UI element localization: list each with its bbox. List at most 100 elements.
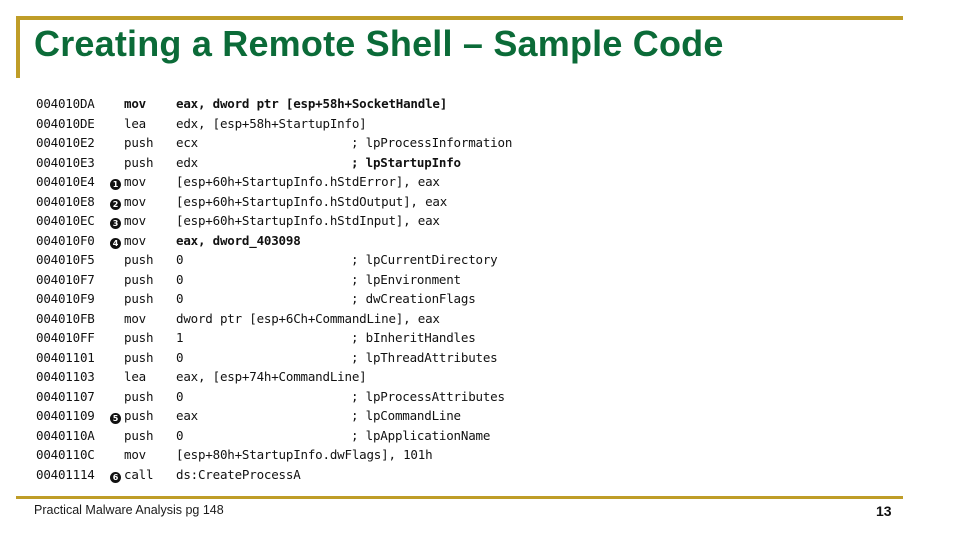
instruction-operands: 0: [176, 291, 184, 306]
instruction-operands: eax: [176, 408, 198, 423]
instruction-address: 00401114: [36, 466, 95, 482]
instruction-address: 004010E2: [36, 135, 95, 150]
code-line: 00401101 push 0 ; lpThreadAttributes: [36, 350, 916, 370]
instruction-comment: ; dwCreationFlags: [351, 291, 476, 306]
instruction-operands: eax, dword ptr [esp+58h+SocketHandle]: [176, 96, 448, 111]
callout-marker: 3: [110, 213, 124, 229]
instruction-mnemonic: push: [124, 135, 154, 150]
instruction-operands: 1: [176, 330, 184, 345]
footer-divider: [16, 496, 903, 499]
instruction-mnemonic: push: [124, 349, 154, 365]
callout-marker: 2: [110, 194, 124, 210]
instruction-address: 004010E4: [36, 174, 95, 189]
instruction-operands: 0: [176, 427, 184, 443]
instruction-comment: ; lpApplicationName: [351, 427, 491, 443]
instruction-mnemonic: mov: [124, 193, 146, 209]
instruction-address: 004010F0: [36, 232, 95, 248]
code-line: 004010F7 push 0 ; lpEnvironment: [36, 272, 916, 292]
instruction-address: 00401101: [36, 349, 95, 365]
instruction-comment: ; lpCommandLine: [351, 408, 461, 423]
code-line: 004010E3 push edx ; lpStartupInfo: [36, 155, 916, 175]
instruction-operands: [esp+80h+StartupInfo.dwFlags], 101h: [176, 447, 433, 462]
instruction-address: 004010FB: [36, 310, 95, 326]
instruction-comment: ; lpProcessAttributes: [351, 388, 505, 404]
instruction-comment: ; bInheritHandles: [351, 330, 476, 345]
instruction-comment: ; lpStartupInfo: [351, 154, 461, 170]
instruction-comment: ; lpCurrentDirectory: [351, 252, 498, 267]
instruction-mnemonic: mov: [124, 174, 146, 189]
instruction-mnemonic: push: [124, 271, 154, 287]
callout-marker: 6: [110, 467, 124, 483]
instruction-operands: [esp+60h+StartupInfo.hStdInput], eax: [176, 213, 440, 228]
instruction-mnemonic: push: [124, 252, 154, 267]
instruction-mnemonic: push: [124, 427, 154, 443]
assembly-listing: 004010DA mov eax, dword ptr [esp+58h+Socke…: [36, 96, 916, 486]
code-line: 00401103 lea eax, [esp+74h+CommandLine]: [36, 369, 916, 389]
instruction-operands: [esp+60h+StartupInfo.hStdOutput], eax: [176, 193, 448, 209]
instruction-mnemonic: mov: [124, 213, 146, 228]
instruction-operands: 0: [176, 388, 184, 404]
instruction-mnemonic: push: [124, 408, 154, 423]
instruction-mnemonic: push: [124, 154, 154, 170]
footer-source: Practical Malware Analysis pg 148: [34, 503, 224, 517]
instruction-operands: [esp+60h+StartupInfo.hStdError], eax: [176, 174, 440, 189]
page-title: Creating a Remote Shell – Sample Code: [34, 23, 724, 64]
instruction-mnemonic: mov: [124, 310, 146, 326]
instruction-operands: eax, [esp+74h+CommandLine]: [176, 369, 367, 384]
instruction-address: 00401109: [36, 408, 95, 423]
code-line: 004010FB mov dword ptr [esp+6Ch+CommandLin…: [36, 311, 916, 331]
instruction-address: 004010F7: [36, 271, 95, 287]
instruction-operands: dword ptr [esp+6Ch+CommandLine], eax: [176, 310, 440, 326]
code-line: 004010DE lea edx, [esp+58h+StartupInfo]: [36, 116, 916, 136]
instruction-mnemonic: mov: [124, 232, 146, 248]
instruction-mnemonic: mov: [124, 96, 146, 111]
instruction-mnemonic: mov: [124, 447, 146, 462]
instruction-address: 004010DE: [36, 115, 95, 131]
instruction-address: 00401103: [36, 369, 95, 384]
callout-marker: 1: [110, 174, 124, 190]
instruction-address: 004010F9: [36, 291, 95, 306]
instruction-address: 004010DA: [36, 96, 95, 111]
code-line: 0040110C mov [esp+80h+StartupInfo.dwFlags]…: [36, 447, 916, 467]
instruction-address: 004010EC: [36, 213, 95, 228]
instruction-address: 0040110C: [36, 447, 95, 462]
code-line: 0040110A push 0 ; lpApplicationName: [36, 428, 916, 448]
code-line: 004010DA mov eax, dword ptr [esp+58h+Socke…: [36, 96, 916, 116]
code-line: 004010F9 push 0 ; dwCreationFlags: [36, 291, 916, 311]
instruction-mnemonic: lea: [124, 369, 146, 384]
instruction-address: 004010F5: [36, 252, 95, 267]
instruction-operands: 0: [176, 349, 184, 365]
instruction-comment: ; lpEnvironment: [351, 271, 461, 287]
instruction-operands: edx: [176, 154, 198, 170]
instruction-operands: ds:CreateProcessA: [176, 466, 301, 482]
instruction-comment: ; lpProcessInformation: [351, 135, 513, 150]
instruction-address: 00401107: [36, 388, 95, 404]
title-accent-border: [16, 16, 903, 78]
code-line: 004010F5 push 0 ; lpCurrentDirectory: [36, 252, 916, 272]
instruction-mnemonic: lea: [124, 115, 146, 131]
instruction-address: 004010E3: [36, 154, 95, 170]
instruction-mnemonic: push: [124, 330, 154, 345]
page-number: 13: [876, 503, 892, 519]
instruction-mnemonic: call: [124, 466, 154, 482]
callout-marker: 4: [110, 233, 124, 249]
instruction-operands: edx, [esp+58h+StartupInfo]: [176, 115, 367, 131]
callout-marker: 5: [110, 408, 124, 424]
instruction-operands: ecx: [176, 135, 198, 150]
instruction-address: 0040110A: [36, 427, 95, 443]
instruction-mnemonic: push: [124, 291, 154, 306]
code-line: 004010FF push 1 ; bInheritHandles: [36, 330, 916, 350]
instruction-comment: ; lpThreadAttributes: [351, 349, 498, 365]
instruction-operands: 0: [176, 252, 184, 267]
instruction-address: 004010E8: [36, 193, 95, 209]
code-line: 004010E2 push ecx ; lpProcessInformation: [36, 135, 916, 155]
instruction-operands: 0: [176, 271, 184, 287]
instruction-address: 004010FF: [36, 330, 95, 345]
